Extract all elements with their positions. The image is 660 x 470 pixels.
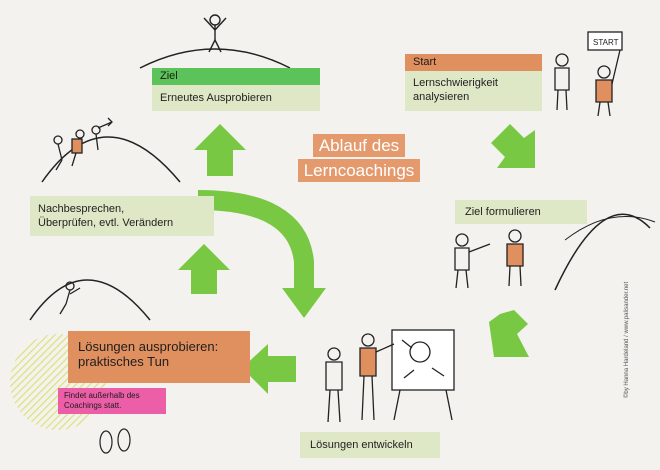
start-header: Start bbox=[405, 54, 542, 71]
figure-flipchart bbox=[391, 329, 455, 421]
arrow-up-middle bbox=[178, 244, 230, 294]
hill-top bbox=[139, 48, 291, 69]
trajectory-right bbox=[564, 216, 656, 241]
loesungen-ausprobieren-line-1: Lösungen ausprobieren: bbox=[78, 339, 219, 354]
start-box: Lernschwierigkeit analysieren bbox=[405, 71, 542, 111]
diagram-title: Ablauf des Lerncoachings bbox=[297, 133, 421, 183]
loesungen-entwickeln-box: Lösungen entwickeln bbox=[300, 432, 440, 458]
hill-right bbox=[554, 213, 651, 291]
arrow-curved-down bbox=[197, 190, 326, 318]
hill-left bbox=[41, 136, 181, 183]
ziel-box: Erneutes Ausprobieren bbox=[152, 85, 320, 111]
figure-pointing bbox=[454, 233, 491, 289]
figure-summit bbox=[203, 14, 227, 53]
figure-climbers-left bbox=[53, 117, 113, 171]
nachbesprechen-line-1: Nachbesprechen, bbox=[38, 203, 125, 215]
arrow-down-left-right bbox=[489, 310, 529, 357]
figure-climber-lower bbox=[59, 281, 81, 315]
title-line-1: Ablauf des bbox=[312, 134, 406, 157]
start-text-line-1: Lernschwierigkeit bbox=[413, 77, 498, 89]
loesungen-ausprobieren-box: Lösungen ausprobieren: praktisches Tun bbox=[68, 331, 250, 383]
figure-observer bbox=[325, 347, 343, 423]
figure-start-left bbox=[554, 53, 570, 111]
hill-lower-left bbox=[29, 279, 151, 321]
arrow-up-top bbox=[194, 124, 246, 176]
nachbesprechen-box: Nachbesprechen, Überprüfen, evtl. Veränd… bbox=[30, 196, 214, 236]
figure-listening bbox=[506, 229, 524, 287]
footprints-icon bbox=[99, 428, 131, 454]
start-text-line-2: analysieren bbox=[413, 91, 470, 103]
title-line-2: Lerncoachings bbox=[297, 159, 421, 182]
ziel-header: Ziel bbox=[152, 68, 320, 85]
start-sign-text: START bbox=[593, 38, 619, 47]
outside-coaching-note: Findet außerhalb des Coachings statt. bbox=[58, 388, 166, 414]
nachbesprechen-line-2: Überprüfen, evtl. Verändern bbox=[38, 217, 174, 229]
arrow-down-right-top bbox=[491, 124, 535, 168]
note-line-1: Findet außerhalb des bbox=[64, 391, 140, 400]
ziel-formulieren-box: Ziel formulieren bbox=[455, 200, 587, 224]
loesungen-ausprobieren-line-2: praktisches Tun bbox=[78, 354, 170, 369]
credit-text: ©by Hanna Hardeland / www.palisander.net bbox=[624, 281, 630, 398]
arrow-left-lower bbox=[242, 344, 296, 394]
figure-start-right bbox=[587, 31, 623, 117]
note-line-2: Coachings statt. bbox=[64, 401, 122, 410]
figure-presenter bbox=[359, 333, 395, 421]
